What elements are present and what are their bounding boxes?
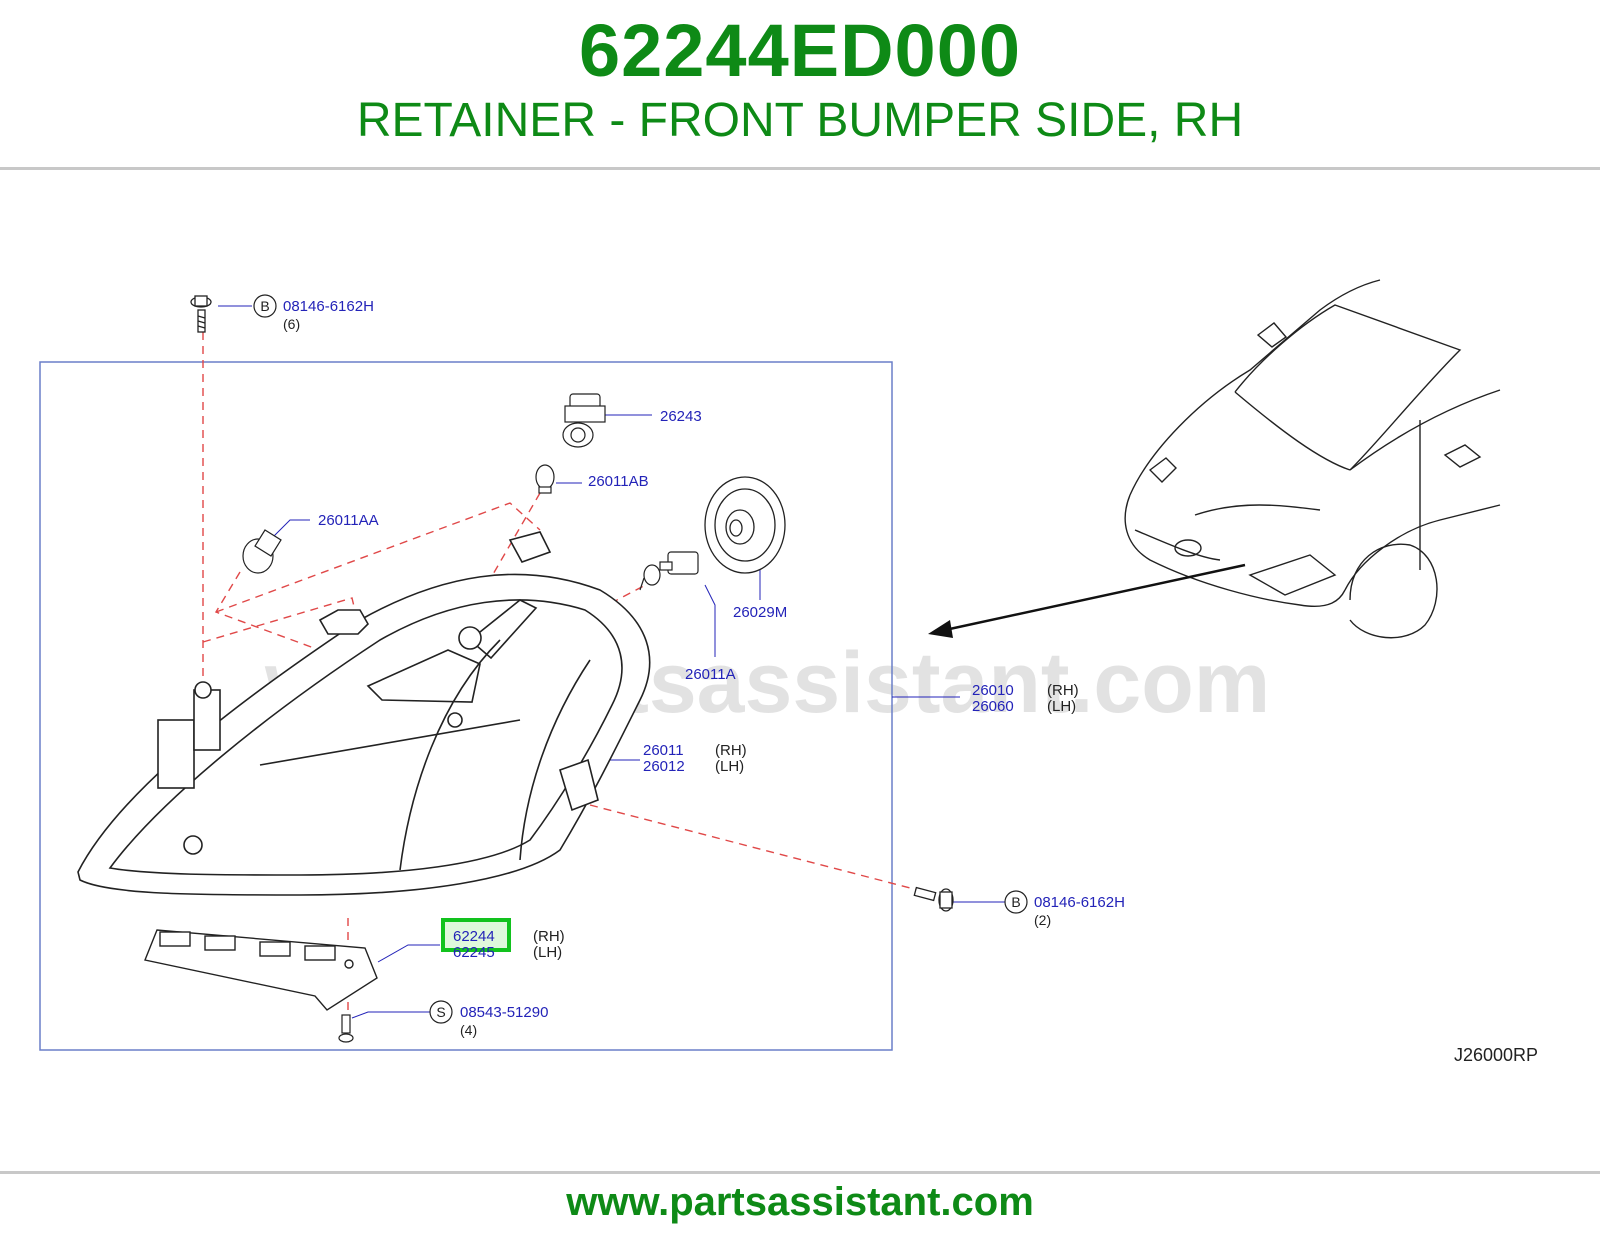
marker-b: B [260, 298, 269, 314]
part-label[interactable]: 08543-51290 [460, 1004, 548, 1021]
halogen-bulb-icon [639, 551, 699, 591]
bulb-icon [242, 529, 282, 574]
wedge-bulb-icon [535, 464, 555, 494]
part-label[interactable]: 62245 [453, 944, 495, 961]
marker-s: S [436, 1004, 445, 1020]
qty-label: (4) [460, 1022, 477, 1038]
footer-divider [0, 1171, 1600, 1174]
socket-icon [562, 393, 606, 448]
side-tag: (LH) [715, 758, 744, 775]
part-label[interactable]: 26011A [685, 666, 736, 683]
part-label[interactable]: 26012 [643, 758, 685, 775]
dust-cover-icon [704, 476, 786, 574]
car-illustration [1124, 279, 1501, 639]
retainer-bracket-icon [144, 929, 378, 1011]
header: 62244ED000 RETAINER - FRONT BUMPER SIDE,… [0, 0, 1600, 168]
footer-link[interactable]: www.partsassistant.com [566, 1180, 1034, 1224]
part-label[interactable]: 08146-6162H [1034, 894, 1125, 911]
bolt-icon [190, 295, 212, 333]
part-label[interactable]: 26243 [660, 408, 702, 425]
side-tag: (LH) [1047, 698, 1076, 715]
part-label[interactable]: 26029M [733, 604, 787, 621]
diagram-code: J26000RP [1454, 1045, 1538, 1065]
part-label[interactable]: 08146-6162H [283, 298, 374, 315]
qty-label: (6) [283, 316, 300, 332]
part-label[interactable]: 26011AB [588, 473, 649, 490]
part-label[interactable]: 26011 [643, 742, 684, 759]
arrow-pointer [928, 563, 1246, 638]
part-label[interactable]: 26010 [972, 682, 1014, 699]
side-tag: (RH) [715, 742, 747, 759]
highlight-box [441, 918, 511, 952]
qty-label: (2) [1034, 912, 1051, 928]
side-tag: (RH) [1047, 682, 1079, 699]
screw-icon [338, 1014, 354, 1043]
part-number-title: 62244ED000 [578, 9, 1022, 92]
headlamp-assembly [77, 531, 651, 896]
callout-leaders [218, 305, 1005, 1019]
bolt-icon [913, 886, 954, 912]
callout-markers [253, 294, 1028, 1024]
part-description: RETAINER - FRONT BUMPER SIDE, RH [356, 94, 1244, 147]
assembly-frame [39, 361, 893, 1051]
header-divider [0, 167, 1600, 170]
part-label[interactable]: 26011AA [318, 512, 379, 529]
side-tag: (LH) [533, 944, 562, 961]
marker-b: B [1011, 894, 1020, 910]
part-label[interactable]: 26060 [972, 698, 1014, 715]
part-label[interactable]: 62244 [453, 928, 495, 945]
side-tag: (RH) [533, 928, 565, 945]
